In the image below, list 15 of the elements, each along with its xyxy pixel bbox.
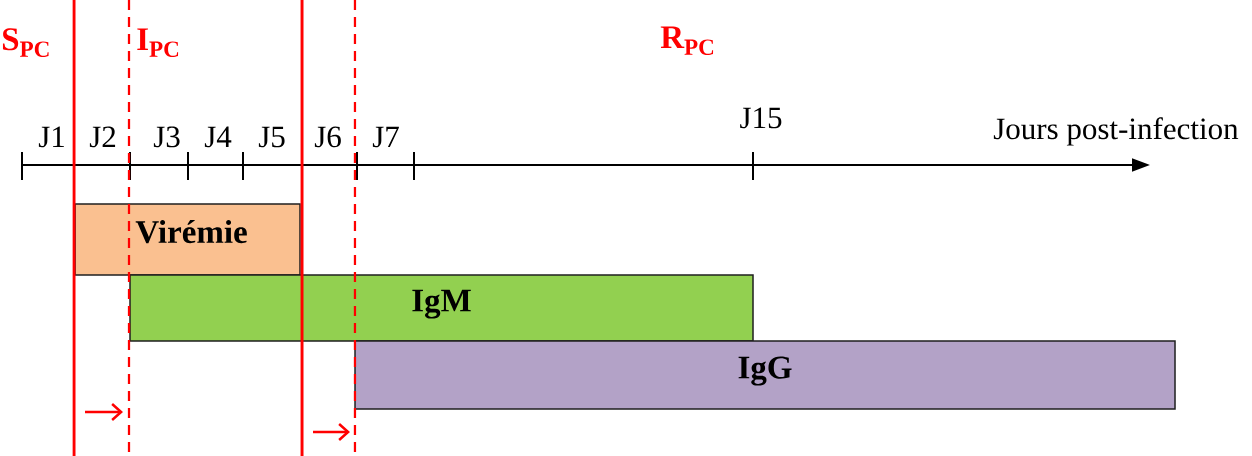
day-label: J4 bbox=[204, 126, 232, 148]
timeline-bar: IgM bbox=[129, 274, 754, 342]
day-label: J5 bbox=[258, 126, 285, 148]
phase-label: I$_{PC}$ bbox=[137, 28, 179, 57]
phase-label: S$_{PC}$ bbox=[2, 28, 49, 57]
day-label: J6 bbox=[314, 126, 341, 148]
day-label: J15 bbox=[740, 107, 782, 129]
timeline-bar: Virémie bbox=[74, 203, 301, 276]
day-label: J7 bbox=[372, 126, 399, 148]
phase-label: R$_{PC}$ bbox=[660, 26, 714, 55]
day-label: J2 bbox=[89, 126, 116, 148]
axis-title: Jours post-infection bbox=[993, 117, 1239, 146]
timeline-bar: IgG bbox=[354, 340, 1176, 410]
day-label: J3 bbox=[153, 126, 180, 148]
day-label: J1 bbox=[38, 126, 64, 148]
